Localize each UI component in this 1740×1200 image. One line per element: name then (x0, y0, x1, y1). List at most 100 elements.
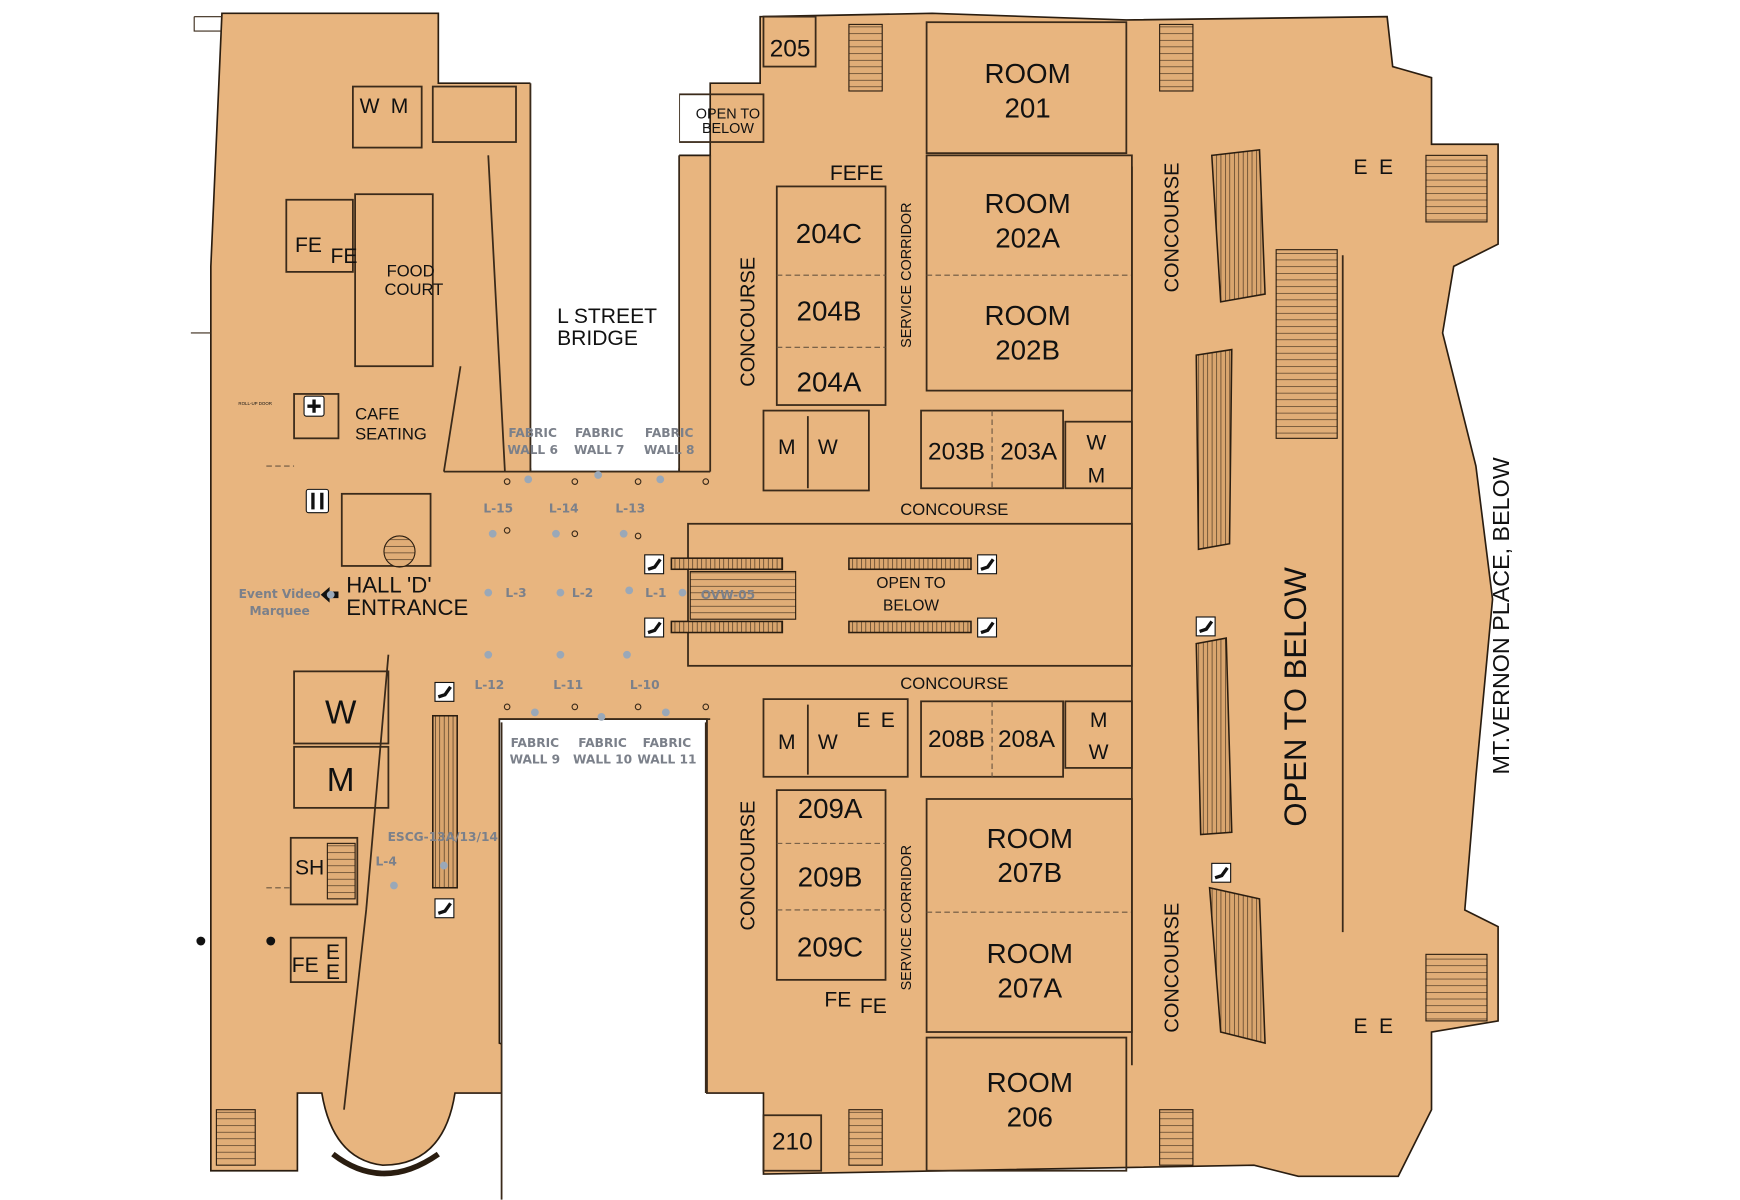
escalator-icon (434, 681, 455, 702)
room-205-label: 205 (770, 36, 811, 63)
stairs (1425, 953, 1488, 1022)
location-label: L-3 (505, 586, 526, 600)
concourse-label: CONCOURSE (738, 801, 760, 931)
exit-icon (196, 936, 206, 946)
womens-restroom-label: W (1089, 741, 1109, 764)
concourse-label: CONCOURSE (900, 500, 1008, 519)
mt-vernon-place-label: MT.VERNON PLACE, BELOW (1488, 457, 1514, 774)
elevator-label: E (856, 709, 870, 732)
location-label: L-4 (376, 855, 397, 869)
room-205-outline (762, 15, 817, 68)
fire-extinguisher-label: FE (830, 162, 857, 185)
concourse-label: CONCOURSE (900, 674, 1008, 693)
service-corridor-label: SERVICE CORRIDOR (899, 202, 915, 347)
room-204c-label: 204C (796, 218, 862, 249)
room-209c-label: 209C (797, 932, 863, 963)
room-208a-label: 208A (998, 726, 1056, 753)
elevator-label: E (1379, 1015, 1393, 1038)
escalator-icon (977, 617, 998, 638)
room-209-outline (775, 789, 887, 981)
mens-restroom-label: M (1088, 465, 1106, 488)
room-209b-label: 209B (798, 862, 863, 893)
fire-extinguisher-label: FE (860, 995, 887, 1018)
location-label: L-13 (615, 502, 645, 516)
mens-restroom-label: M (778, 731, 796, 754)
escalator-icon (1211, 862, 1232, 883)
escalator (1208, 886, 1266, 1045)
escalator (1195, 348, 1233, 551)
mens-restroom-label: M (1090, 709, 1108, 732)
roll-up-door-label: ROLL-UP DOOR (238, 401, 272, 406)
escalator (1210, 148, 1266, 303)
location-label: L-15 (483, 502, 513, 516)
escalator-code-label: ESCG-13A/13/14 (388, 830, 498, 844)
restaurant-icon (305, 488, 330, 514)
fire-extinguisher-label: FE (292, 954, 319, 977)
mens-restroom-label: M (327, 762, 355, 799)
womens-restroom-label: W (360, 95, 380, 118)
escalator-icon (434, 898, 455, 919)
stairs (1425, 154, 1488, 223)
escalator-icon (644, 617, 665, 638)
hall-d-entrance-label: HALL 'D'ENTRANCE (346, 573, 468, 620)
escalator (1195, 637, 1233, 836)
stairs (1159, 23, 1194, 92)
concourse-label: CONCOURSE (1162, 163, 1184, 293)
elevator-label: E (1353, 1015, 1367, 1038)
location-label: L-12 (474, 678, 504, 692)
stairs (215, 1109, 256, 1166)
escalator (432, 714, 458, 889)
l-street-bridge-void (530, 0, 680, 469)
room-204b-label: 204B (797, 296, 862, 327)
escalator-icon (977, 554, 998, 575)
fire-extinguisher-label: FE (857, 162, 884, 185)
facility-labels: FE FE FE FE FE FE FE E E E E E E E E W M… (292, 95, 1393, 1038)
overview-code-label: OVW-05 (701, 588, 755, 602)
location-label: L-2 (572, 586, 593, 600)
fire-extinguisher-label: FE (331, 245, 358, 268)
exit-icon (266, 936, 276, 946)
stairs (1159, 1109, 1194, 1166)
stairs (848, 1109, 883, 1166)
shower-label: SH (295, 856, 324, 879)
room-203b-label: 203B (928, 438, 985, 465)
womens-restroom-label: W (1086, 431, 1106, 454)
fire-extinguisher-label: FE (824, 988, 851, 1011)
mens-restroom-label: M (778, 436, 796, 459)
womens-restroom-label: W (818, 731, 838, 754)
lower-courtyard-void (501, 722, 706, 1200)
elevator-label: E (881, 709, 895, 732)
escalator (848, 620, 972, 634)
open-to-below-label: OPEN TO BELOW (1278, 566, 1313, 826)
location-label: L-1 (645, 586, 666, 600)
room-203a-label: 203A (1000, 438, 1058, 465)
stairs (1275, 249, 1338, 439)
first-aid-icon (303, 395, 325, 417)
room-210-outline (762, 1114, 823, 1172)
elevator-label: E (326, 941, 340, 964)
room-201-outline (925, 21, 1128, 155)
escalator (848, 557, 972, 571)
elevator-label: E (1379, 156, 1393, 179)
location-label: L-11 (553, 678, 583, 692)
stairs (848, 23, 883, 92)
location-markers (326, 471, 710, 890)
stairs (326, 842, 356, 900)
